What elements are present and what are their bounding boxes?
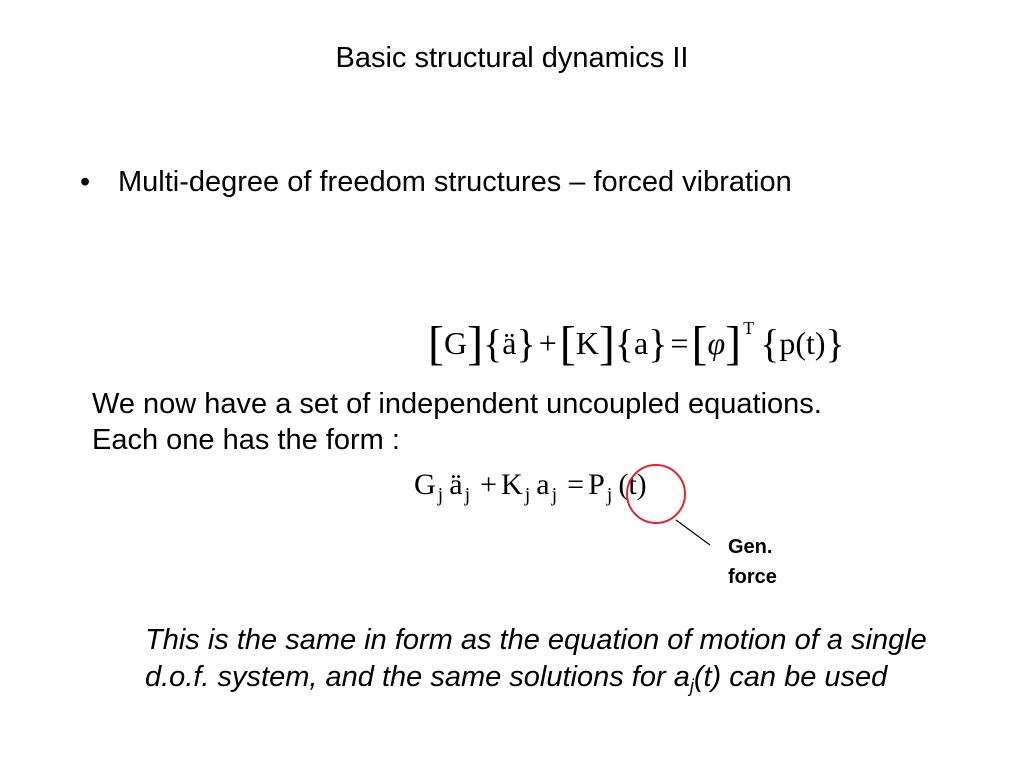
- eq-G: G: [443, 325, 468, 361]
- bracket-close: ]: [467, 317, 484, 370]
- eq2-G: G: [414, 468, 436, 501]
- eq-phi: φ: [707, 325, 726, 361]
- brace-open: {: [614, 321, 635, 366]
- paragraph-text: We now have a set of independent uncoupl…: [92, 388, 822, 456]
- eq2-sub-j: j: [606, 484, 613, 506]
- gen-force-label: Gen. force: [728, 532, 777, 592]
- eq2-sub-j: j: [551, 484, 558, 506]
- brace-close: }: [825, 321, 845, 366]
- eq-K: K: [575, 325, 599, 361]
- brace-close: }: [516, 321, 536, 366]
- highlight-circle: [626, 464, 686, 524]
- gen-force-line2: force: [728, 566, 777, 588]
- eq-a-ddot: ä: [502, 325, 517, 361]
- eq2-sub-j: j: [524, 484, 531, 506]
- bracket-open: [: [428, 317, 444, 370]
- brace-open: {: [760, 321, 780, 366]
- eq2-sub-j: j: [437, 484, 444, 506]
- bracket-open: [: [559, 317, 576, 370]
- bullet-marker: •: [80, 166, 91, 198]
- eq2-a: a: [536, 468, 550, 501]
- note-after: (t) can be used: [693, 661, 888, 693]
- eq-transpose: T: [743, 318, 755, 338]
- eq2-a-ddot: ä: [449, 468, 463, 501]
- bracket-close: ]: [725, 317, 742, 370]
- brace-close: }: [648, 321, 668, 366]
- brace-open: {: [483, 321, 503, 366]
- eq2-equals: =: [567, 468, 585, 501]
- gen-force-line1: Gen.: [728, 536, 773, 558]
- matrix-equation: [G]{ä}+[K]{a}=[φ]T{p(t)}: [428, 300, 845, 372]
- eq2-sub-j: j: [464, 484, 471, 506]
- note-text: This is the same in form as the equation…: [145, 622, 985, 705]
- eq-equals: =: [670, 325, 689, 361]
- slide-title: Basic structural dynamics II: [335, 42, 689, 74]
- bracket-close: ]: [598, 317, 615, 370]
- eq-p-of-t: p(t): [779, 325, 826, 361]
- eq2-K: K: [501, 468, 523, 501]
- eq2-P: P: [588, 468, 605, 501]
- eq-plus: +: [538, 325, 557, 361]
- eq-a: a: [634, 325, 649, 361]
- eq2-plus: +: [480, 468, 498, 501]
- note-before: This is the same in form as the equation…: [145, 624, 927, 693]
- bullet-item: • Multi-degree of freedom structures – fo…: [80, 162, 792, 202]
- bullet-text: Multi-degree of freedom structures – for…: [118, 166, 792, 198]
- bracket-open: [: [691, 317, 708, 370]
- note-subscript-j: j: [689, 676, 694, 696]
